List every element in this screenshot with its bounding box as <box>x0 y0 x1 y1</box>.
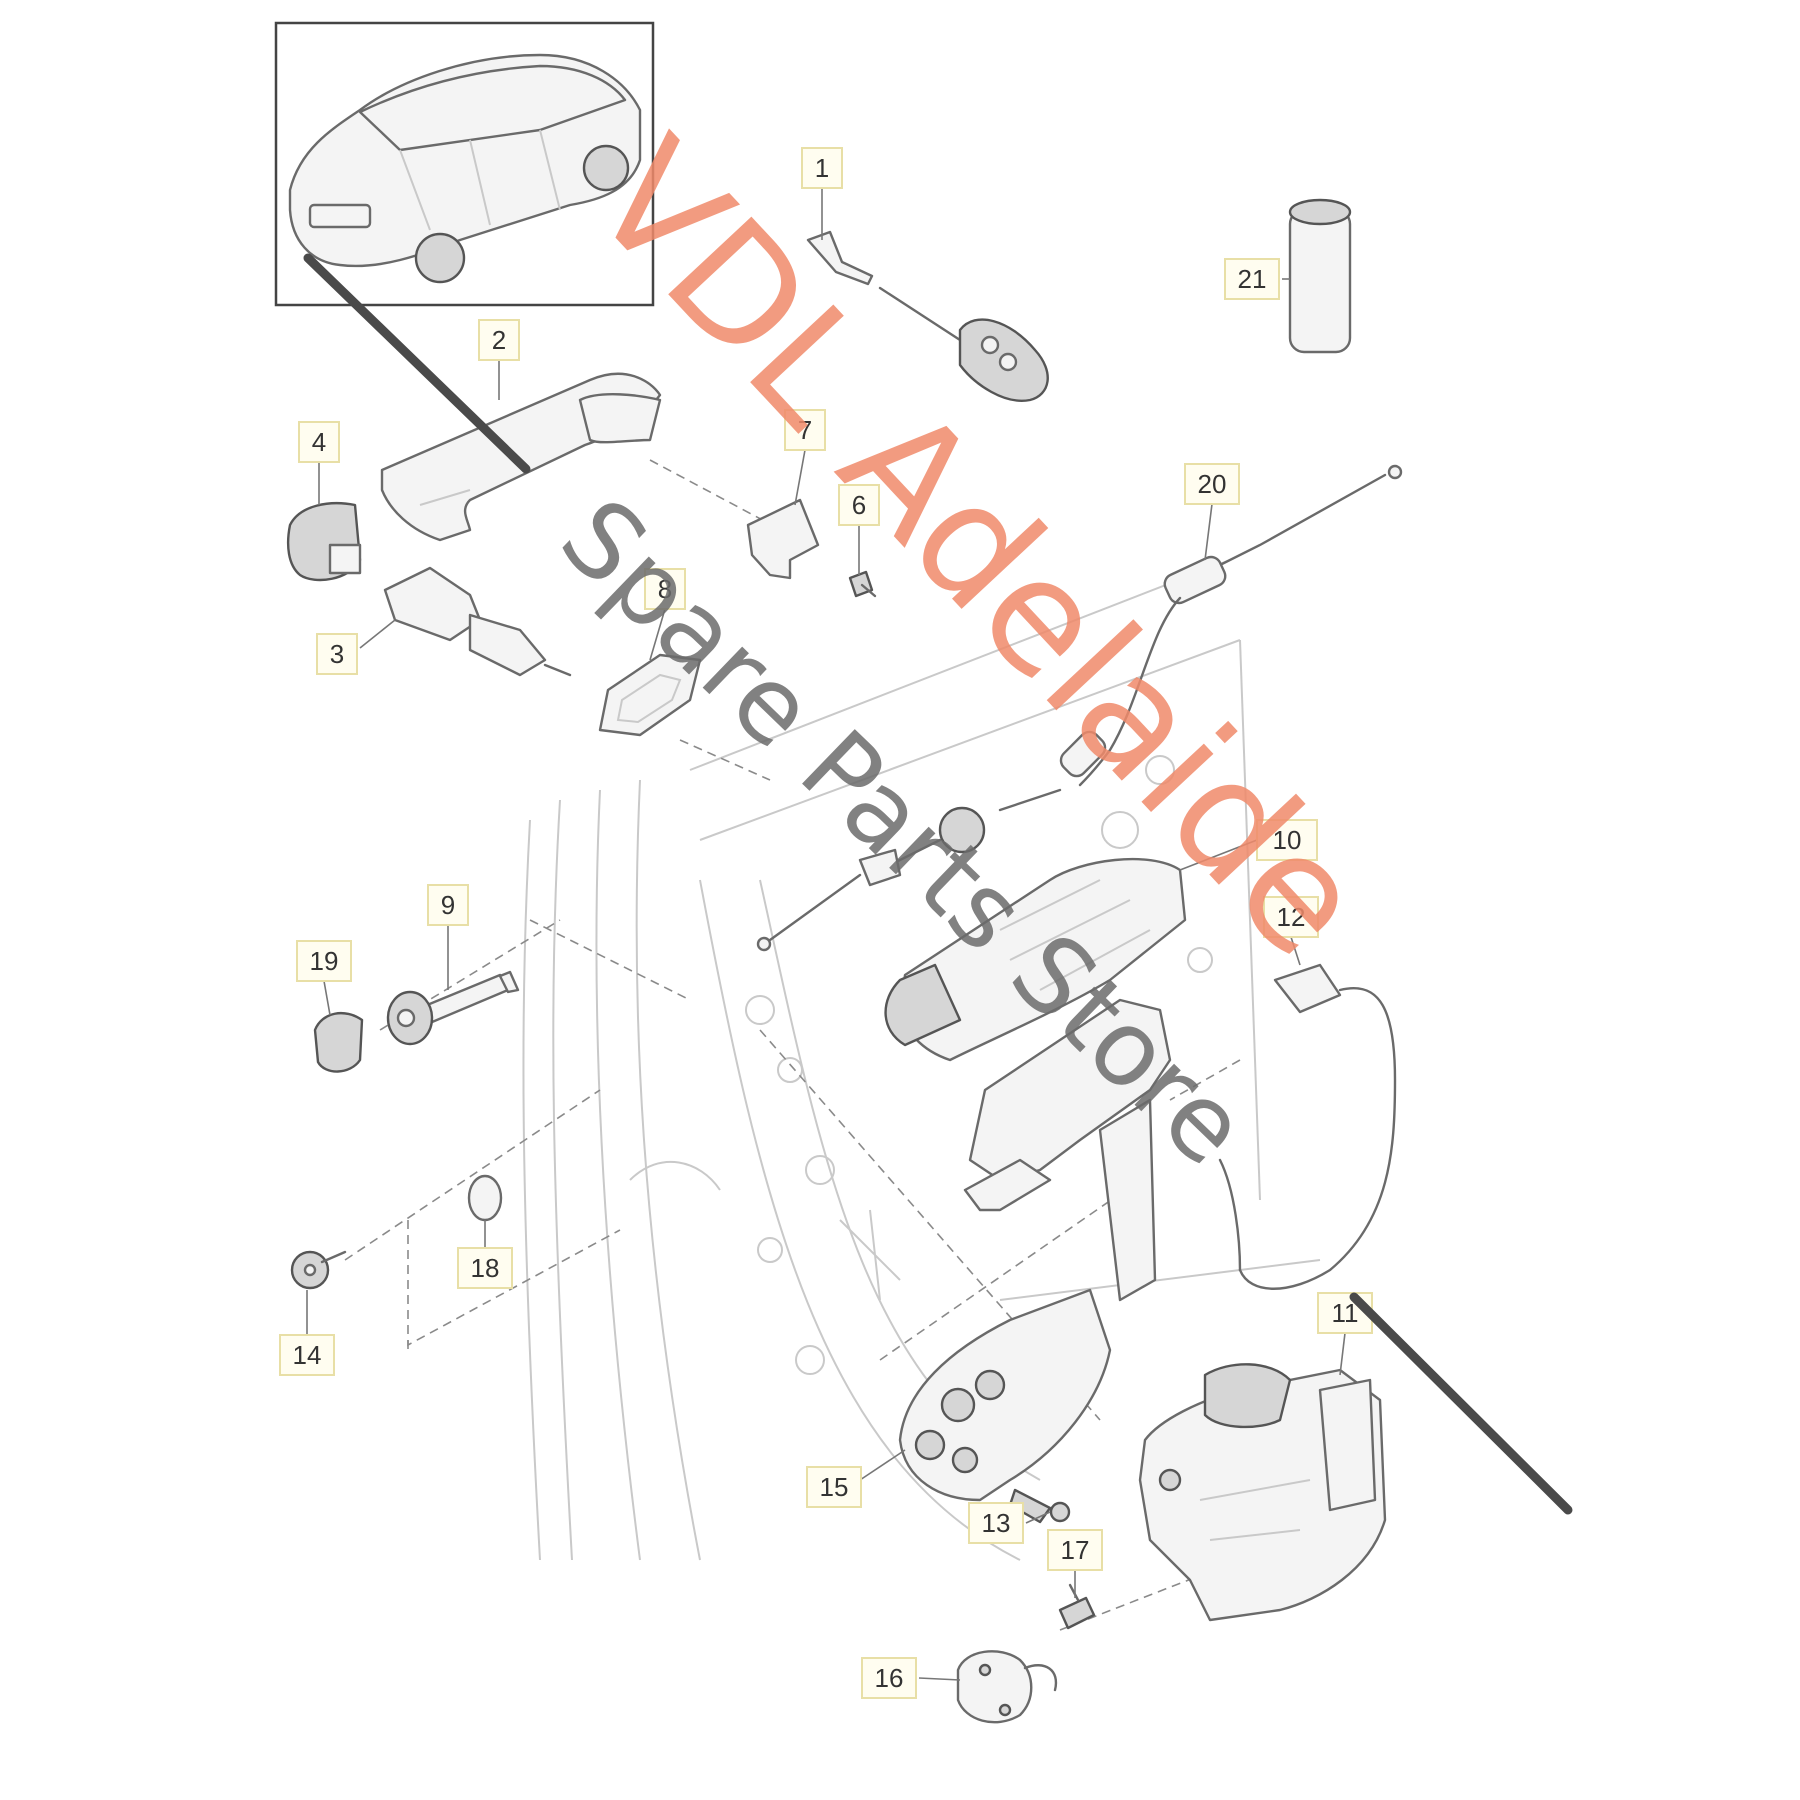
watermark-slashes <box>303 253 1573 1515</box>
callout-21: 21 <box>1224 258 1280 300</box>
svg-text:18: 18 <box>471 1253 500 1283</box>
part-bowden-cable <box>998 464 1403 812</box>
callout-18: 18 <box>457 1247 513 1289</box>
callout-16: 16 <box>861 1657 917 1699</box>
svg-text:6: 6 <box>852 490 866 520</box>
svg-text:14: 14 <box>293 1340 322 1370</box>
callout-leaders <box>306 188 1346 1681</box>
part-striker-bolt <box>386 970 520 1046</box>
part-door-latch <box>1138 1363 1387 1622</box>
door-panel-outline <box>522 559 1321 1561</box>
callout-2: 2 <box>478 319 520 361</box>
svg-text:15: 15 <box>820 1472 849 1502</box>
callout-13: 13 <box>968 1502 1024 1544</box>
callout-7: 7 <box>784 409 826 451</box>
callout-10: 10 <box>1256 819 1318 861</box>
part-screw-13 <box>1008 1488 1071 1524</box>
svg-text:10: 10 <box>1273 825 1302 855</box>
svg-text:3: 3 <box>330 639 344 669</box>
svg-text:16: 16 <box>875 1663 904 1693</box>
callout-8: 8 <box>644 568 686 610</box>
part-handle-cap <box>286 502 362 582</box>
svg-text:17: 17 <box>1061 1535 1090 1565</box>
callout-15: 15 <box>806 1466 862 1508</box>
callout-6: 6 <box>838 484 880 526</box>
svg-text:9: 9 <box>441 890 455 920</box>
part-key-fob <box>958 318 1049 402</box>
part-lock-cylinder <box>383 566 572 677</box>
part-cable-grommet <box>756 806 986 952</box>
svg-text:20: 20 <box>1198 469 1227 499</box>
callout-20: 20 <box>1184 463 1240 505</box>
svg-text:7: 7 <box>798 415 812 445</box>
part-gasket <box>598 653 702 737</box>
callout-3: 3 <box>316 633 358 675</box>
svg-text:21: 21 <box>1238 264 1267 294</box>
callout-19: 19 <box>296 940 352 982</box>
svg-text:2: 2 <box>492 325 506 355</box>
svg-text:4: 4 <box>312 427 326 457</box>
part-striker-plate <box>956 1650 1058 1724</box>
callout-17: 17 <box>1047 1529 1103 1571</box>
part-handle-bracket <box>746 498 820 580</box>
svg-text:8: 8 <box>658 574 672 604</box>
vehicle-inset <box>274 21 655 307</box>
part-mounting-bracket <box>898 1288 1112 1502</box>
part-wiring-connector <box>1238 963 1397 1290</box>
svg-text:19: 19 <box>310 946 339 976</box>
callout-1: 1 <box>801 147 843 189</box>
callout-14: 14 <box>279 1334 335 1376</box>
part-bolt-cap <box>313 1011 364 1073</box>
part-screw-17 <box>1058 1583 1096 1630</box>
part-clip <box>467 1174 503 1222</box>
svg-text:13: 13 <box>982 1508 1011 1538</box>
vehicle-thumbnail <box>288 53 642 284</box>
part-lock-housing-frame <box>963 998 1242 1302</box>
callout-4: 4 <box>298 421 340 463</box>
part-screw-6 <box>848 570 877 598</box>
callout-12: 12 <box>1263 896 1319 938</box>
part-key-blade <box>806 230 962 342</box>
part-screw-14 <box>290 1250 347 1290</box>
part-lock-actuator <box>884 857 1187 1062</box>
svg-text:12: 12 <box>1277 902 1306 932</box>
svg-text:1: 1 <box>815 153 829 183</box>
callout-labels: 1 2 3 4 6 7 8 9 10 11 12 13 14 15 16 17 … <box>279 147 1373 1699</box>
part-spray-can <box>1288 198 1352 354</box>
callout-9: 9 <box>427 884 469 926</box>
